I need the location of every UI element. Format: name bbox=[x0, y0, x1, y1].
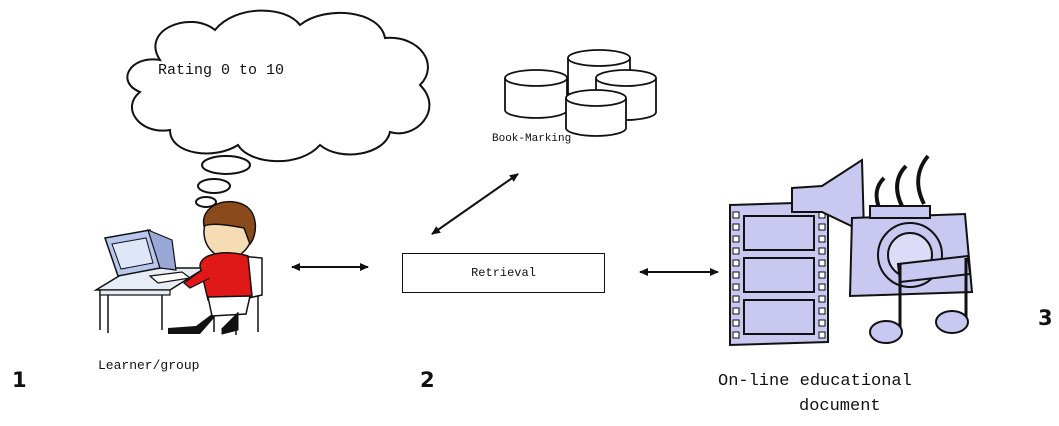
learner-computer-icon bbox=[93, 200, 263, 335]
step-number-1: 1 bbox=[12, 368, 27, 392]
step-number-3: 3 bbox=[1038, 306, 1053, 330]
thought-cloud bbox=[126, 9, 431, 208]
retrieval-box: Retrieval bbox=[402, 253, 605, 293]
bookmarking-label: Book-Marking bbox=[492, 133, 572, 145]
thought-bubble-text: Rating 0 to 10 bbox=[158, 62, 285, 79]
document-label-line1: On-line educational bbox=[718, 372, 912, 391]
step-number-2: 2 bbox=[420, 368, 435, 392]
arrow-retrieval-bookmarking bbox=[431, 173, 519, 235]
database-icon bbox=[504, 49, 657, 137]
document-label-line2: document bbox=[799, 397, 881, 416]
multimedia-document-icon bbox=[729, 154, 974, 347]
learner-label: Learner/group bbox=[98, 358, 200, 373]
retrieval-label: Retrieval bbox=[471, 266, 536, 280]
